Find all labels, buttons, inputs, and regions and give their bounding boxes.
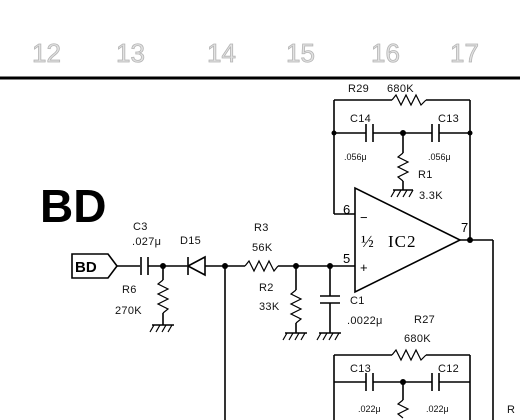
d15-ref: D15 (180, 235, 201, 247)
resistor-r27 (391, 348, 427, 362)
r1-value: 3.3K (419, 190, 443, 202)
block-label: BD (40, 180, 106, 232)
capacitor-c1: C1 .0022μ (316, 263, 383, 341)
r27-ref: R27 (414, 314, 435, 326)
c14-value: .056μ (344, 152, 367, 162)
r3-value: 56K (252, 242, 273, 254)
c12-ref: C12 (438, 363, 459, 375)
capacitor-c3: C3 .027μ (132, 221, 161, 275)
r1-ref: R1 (418, 169, 433, 181)
r2-ref: R2 (259, 282, 274, 294)
feedback-network-top: R29 680K C14 .056μ C13 .056μ R1 3.3K (331, 83, 473, 240)
resistor-r2: R2 33K (259, 263, 307, 341)
c12-value: .022μ (426, 404, 449, 414)
c3-ref: C3 (133, 221, 148, 233)
r3-ref: R3 (254, 222, 269, 234)
feedback-network-bottom: R27 680K C13 .022μ C12 .022μ (333, 314, 471, 420)
input-tag-text: BD (75, 259, 97, 276)
plus-sign: + (360, 260, 368, 275)
resistor-r6: R6 270K (115, 266, 174, 333)
ruler-15: 15 (286, 38, 315, 68)
pin-out-number: 7 (461, 220, 468, 235)
c14-ref: C14 (350, 113, 371, 125)
column-ruler: 12 13 14 15 16 17 (32, 38, 480, 69)
r29-ref: R29 (348, 83, 369, 95)
ruler-16: 16 (371, 38, 400, 68)
r29-value: 680K (387, 83, 414, 95)
c13-value: .022μ (358, 404, 381, 414)
c1-value: .0022μ (347, 315, 383, 327)
r2-value: 33K (259, 301, 280, 313)
ruler-13: 13 (116, 38, 145, 68)
resistor-r3: R3 56K (244, 222, 279, 273)
diode-d15: D15 (180, 235, 206, 277)
c3-value: .027μ (132, 236, 161, 248)
input-signal-tag: BD (71, 253, 118, 279)
ruler-17: 17 (450, 38, 479, 68)
pin-minus-number: 6 (343, 202, 350, 217)
resistor-r29 (391, 93, 427, 107)
ruler-14: 14 (207, 38, 236, 68)
ic2-name: IC2 (388, 232, 417, 251)
c13-ref: C13 (350, 363, 371, 375)
minus-sign: − (360, 210, 368, 225)
r27-value: 680K (404, 333, 431, 345)
input-tag-outline (71, 253, 118, 279)
pin-plus-number: 5 (343, 251, 350, 266)
opamp-ic2: 6 5 7 − + ½ IC2 (343, 186, 468, 294)
r6-ref: R6 (122, 284, 137, 296)
c13-top-value: .056μ (428, 152, 451, 162)
ruler-12: 12 (32, 38, 61, 68)
c1-ref: C1 (350, 295, 365, 307)
edge-label: R (507, 404, 515, 416)
ic2-half: ½ (361, 232, 375, 251)
r6-value: 270K (115, 305, 142, 317)
c13-top-ref: C13 (438, 113, 459, 125)
